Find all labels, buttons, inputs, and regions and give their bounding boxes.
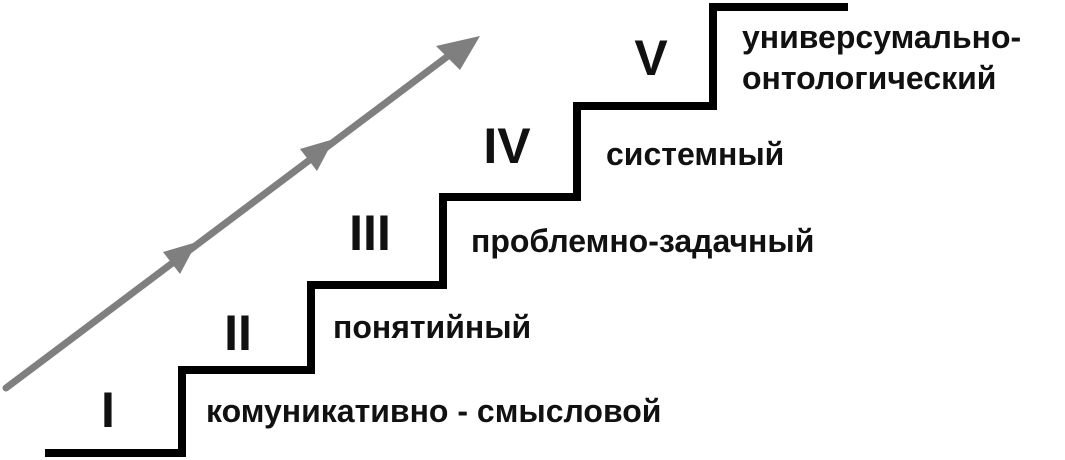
level-1-label: комуникативно - смысловой	[206, 393, 661, 429]
level-2-numeral: II	[224, 305, 252, 361]
level-2: II понятийный	[224, 305, 531, 361]
arrow-chevron-icon	[163, 242, 197, 274]
level-4-numeral: IV	[483, 118, 531, 174]
level-5-label-line-2: онтологический	[742, 60, 996, 96]
level-1-numeral: I	[101, 382, 115, 438]
level-4: IV системный	[483, 118, 784, 174]
level-5-numeral: V	[634, 30, 668, 86]
level-3-numeral: III	[349, 205, 391, 261]
staircase-line	[45, 3, 848, 457]
level-4-label: системный	[606, 136, 784, 172]
arrow-shaft	[2, 49, 456, 392]
level-1: I комуникативно - смысловой	[101, 382, 661, 438]
arrow-head-icon	[436, 36, 480, 70]
level-2-label: понятийный	[333, 309, 531, 345]
level-5: V универсумально- онтологический	[634, 19, 1021, 96]
level-3-label: проблемно-задачный	[471, 223, 814, 259]
level-3: III проблемно-задачный	[349, 205, 814, 261]
level-5-label-line-1: универсумально-	[742, 19, 1021, 55]
growth-arrow	[2, 36, 480, 392]
arrow-chevron-icon	[300, 139, 334, 171]
